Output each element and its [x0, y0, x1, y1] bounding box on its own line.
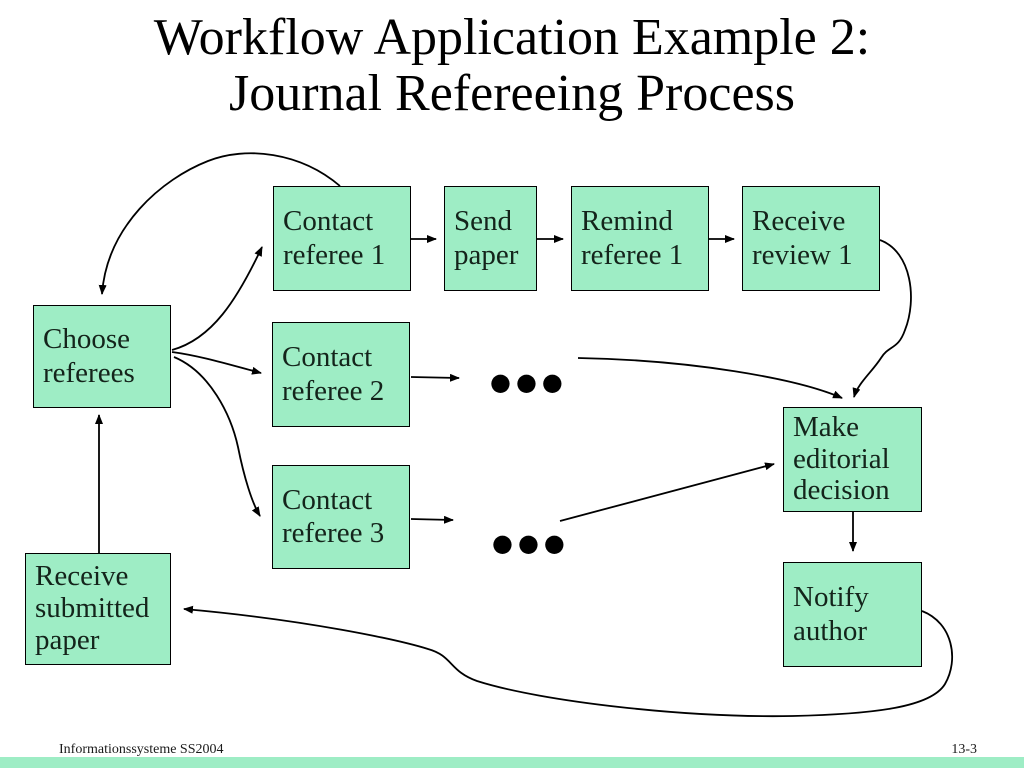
node-label-receive-review-1: Receive review 1 [752, 205, 853, 271]
node-contact-referee-1: Contact referee 1 [273, 186, 411, 291]
node-label-contact-referee-3: Contact referee 3 [282, 483, 385, 549]
footer-band [0, 757, 1024, 768]
ellipsis-row-3: ●●● [492, 529, 570, 557]
node-receive-review-1: Receive review 1 [742, 186, 880, 291]
node-label-notify-author: Notify author [793, 581, 869, 647]
slide-title: Workflow Application Example 2: Journal … [0, 10, 1024, 122]
edge-notify-loop-to-receivedpaper [183, 605, 953, 718]
node-label-receive-submitted-paper: Receive submitted paper [35, 560, 150, 656]
node-remind-referee-1: Remind referee 1 [571, 186, 709, 291]
node-make-editorial-decision: Make editorial decision [783, 407, 922, 512]
node-label-remind-referee-1: Remind referee 1 [581, 205, 684, 271]
slide-title-line2: Journal Refereeing Process [228, 65, 796, 122]
node-label-contact-referee-2: Contact referee 2 [282, 341, 385, 407]
node-contact-referee-2: Contact referee 2 [272, 322, 410, 427]
node-label-make-editorial-decision: Make editorial decision [793, 410, 890, 507]
edge-receivereview-to-decision [852, 239, 912, 398]
slide-title-line1: Workflow Application Example 2: [153, 9, 871, 66]
node-notify-author: Notify author [783, 562, 922, 667]
node-choose-referees: Choose referees [33, 305, 171, 408]
edge-ellipsis2-to-decision [577, 357, 843, 399]
edge-contact2-to-ellipsis2 [410, 373, 460, 382]
ellipsis-row-2: ●●● [490, 368, 568, 396]
footer-page-number: 13-3 [951, 742, 977, 757]
node-label-contact-referee-1: Contact referee 1 [283, 205, 386, 271]
edge-contact3-to-ellipsis3 [410, 515, 454, 524]
node-label-send-paper: Send paper [454, 205, 519, 271]
edge-ellipsis3-to-decision [559, 462, 775, 522]
footer-course-label: Informationssysteme SS2004 [59, 742, 224, 757]
edge-choose-to-contact1 [171, 246, 263, 351]
node-receive-submitted-paper: Receive submitted paper [25, 553, 171, 665]
edge-contact1-loop-to-choose [98, 152, 341, 295]
edge-choose-to-contact2 [171, 351, 262, 375]
edge-choose-to-contact3 [173, 356, 261, 517]
node-contact-referee-3: Contact referee 3 [272, 465, 410, 569]
node-label-choose-referees: Choose referees [43, 323, 135, 389]
node-send-paper: Send paper [444, 186, 537, 291]
